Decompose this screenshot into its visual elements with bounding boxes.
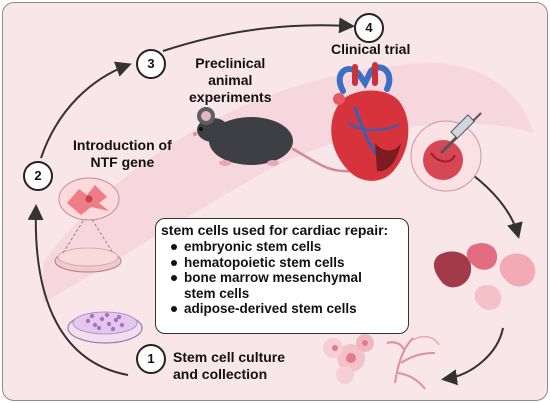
transfected-cell-icon xyxy=(58,177,120,221)
list-item: adipose-derived stem cells xyxy=(171,301,362,317)
step-4-label: Clinical trial xyxy=(331,41,411,57)
stem-cell-list: embryonic stem cells hematopoietic stem … xyxy=(156,239,362,317)
arrow-step1-to-step2 xyxy=(27,204,129,376)
tissue-fragments-icon xyxy=(433,243,536,310)
syringe-injection-icon xyxy=(410,112,482,192)
box-title: stem cells used for cardiac repair: xyxy=(161,222,389,238)
step-1-label: Stem cell culture and collection xyxy=(173,349,286,382)
arrow-step2-to-step3 xyxy=(40,61,132,159)
cardiac-tissue-icon xyxy=(323,334,440,390)
background-swoosh xyxy=(43,62,533,304)
step-1-marker: 1 xyxy=(136,344,166,374)
step-3-label: Preclinical animal experiments xyxy=(189,55,272,105)
step-2-label: Introduction of NTF gene xyxy=(73,137,172,170)
diagram-canvas xyxy=(27,17,536,390)
heart-icon xyxy=(331,62,409,181)
step-2-marker: 2 xyxy=(23,161,53,191)
arrow-tissue-to-step1 xyxy=(441,327,504,386)
list-item: embryonic stem cells xyxy=(171,239,362,255)
step-3-marker: 3 xyxy=(136,49,166,79)
mouse-icon xyxy=(193,107,355,173)
step-4-marker: 4 xyxy=(354,13,384,43)
list-item: hematopoietic stem cells xyxy=(171,255,362,271)
culture-dish-icon xyxy=(67,311,143,344)
arrow-step3-to-step4 xyxy=(162,17,355,52)
list-item: bone marrow mesenchymal stem cells xyxy=(171,270,362,301)
stem-cell-types-box: stem cells used for cardiac repair: embr… xyxy=(155,218,409,334)
